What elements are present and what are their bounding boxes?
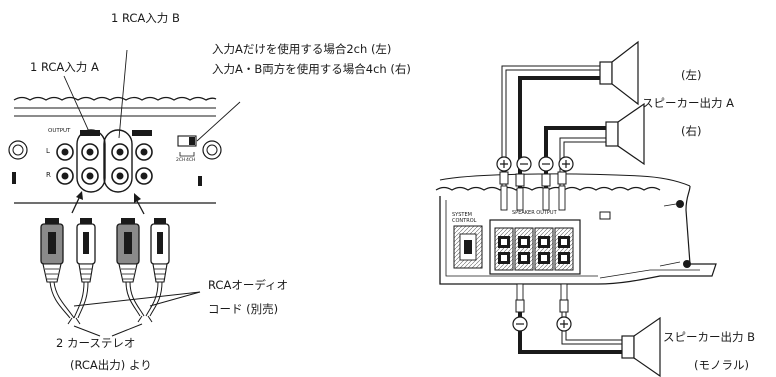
polarity-symbols-bottom (512, 316, 572, 332)
rca-input-a-label: 1 RCA入力 A (30, 60, 99, 74)
left-channel-label: (左) (681, 68, 702, 82)
speaker-output-b-label: スピーカー出力 B (663, 330, 756, 344)
channel-switch (177, 135, 197, 157)
rca-input-b-label: 1 RCA入力 B (111, 11, 180, 25)
input-a-highlight (76, 129, 106, 193)
rca-cord-label-line-1: RCAオーディオ (208, 278, 289, 292)
rca-cables (49, 281, 201, 337)
panel-l-text: L (46, 147, 50, 155)
rca-jack-grid (56, 130, 153, 185)
switch-4ch-text: 4CH (186, 158, 196, 163)
mono-label: (モノラル) (694, 358, 749, 372)
speaker-output-panel-text: SPEAKER OUTPUT (512, 210, 557, 216)
polarity-symbols-top (496, 156, 574, 172)
speaker-b-wires (518, 286, 622, 354)
system-control-port (453, 225, 483, 269)
channel-mode-line-1: 入力Aだけを使用する場合2ch (左) (212, 42, 392, 56)
right-channel-label: (右) (681, 124, 702, 138)
channel-mode-line-2: 入力A・B両方を使用する場合4ch (右) (212, 62, 411, 76)
rca-cord-label-line-2: コード (別売) (208, 302, 279, 316)
source-label-line-2: (RCA出力) より (70, 358, 152, 372)
spade-connectors-top (499, 171, 567, 211)
system-control-text: SYSTEM CONTROL (452, 212, 477, 224)
speaker-terminal-block (489, 219, 581, 275)
amplifier-speaker-panel (435, 173, 717, 285)
speaker-a-right (605, 102, 645, 166)
panel-output-text: OUTPUT (48, 128, 71, 134)
spade-connectors-bottom (515, 283, 569, 313)
input-b-highlight (103, 129, 133, 193)
source-label-line-1: 2 カーステレオ (56, 336, 136, 350)
amplifier-rca-panel (8, 49, 241, 215)
panel-r-text: R (46, 171, 51, 179)
speaker-output-a-label: スピーカー出力 A (642, 96, 735, 110)
rca-plugs (40, 218, 170, 283)
speaker-b-mono (621, 316, 661, 377)
switch-2ch-text: 2CH (176, 158, 186, 163)
speaker-a-left (599, 40, 639, 106)
